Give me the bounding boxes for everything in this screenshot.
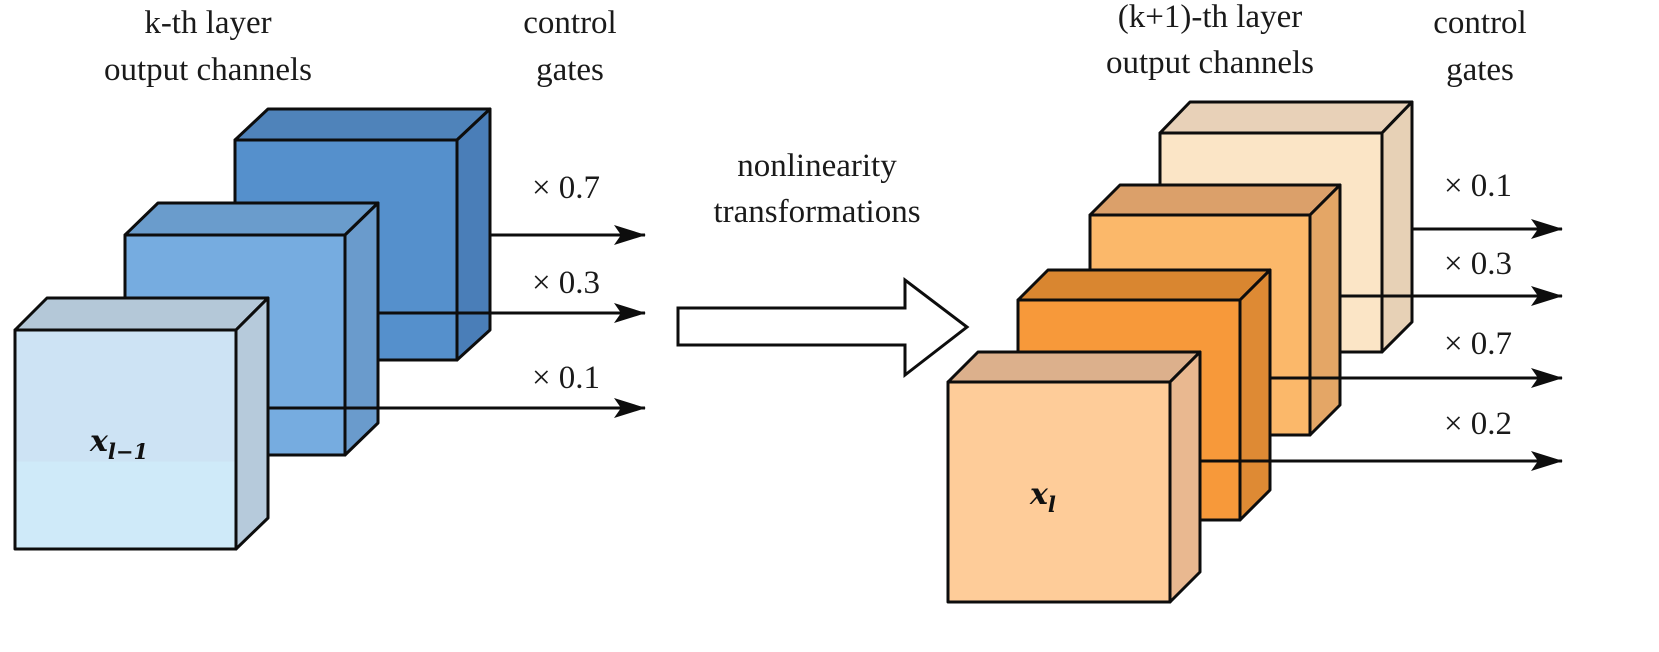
transform-line2: transformations [713, 194, 920, 230]
right-gate-value-1: × 0.1 [1444, 168, 1512, 204]
right-gate-value-4: × 0.2 [1444, 406, 1512, 442]
left-title-line2: output channels [104, 52, 312, 88]
right-title-line2: output channels [1106, 45, 1314, 81]
left-gates-line1: control [523, 5, 616, 41]
hollow-transform-arrow [676, 276, 970, 379]
left-title-line1: k-th layer [144, 5, 271, 41]
right-channel-4: xl [946, 350, 1202, 604]
transform-section: nonlinearity transformations [676, 148, 970, 379]
right-gates-line2: gates [1446, 52, 1514, 88]
left-gate-value-1: × 0.7 [532, 170, 600, 206]
right-labels: (k+1)-th layer output channels control g… [1106, 0, 1527, 88]
left-channel-front: xl−1 [13, 296, 270, 551]
left-gate-value-2: × 0.3 [532, 265, 600, 301]
right-gate-value-3: × 0.7 [1444, 326, 1512, 362]
right-gate-value-2: × 0.3 [1444, 246, 1512, 282]
left-variable-label: xl−1 [89, 424, 148, 464]
right-title-line1: (k+1)-th layer [1118, 0, 1302, 35]
right-variable-label: xl [1029, 477, 1056, 517]
left-gate-value-3: × 0.1 [532, 360, 600, 396]
transform-line1: nonlinearity [737, 148, 897, 184]
right-gates-line1: control [1433, 5, 1526, 41]
left-gate-values: × 0.7 × 0.3 × 0.1 [532, 170, 600, 396]
left-labels: k-th layer output channels control gates [104, 5, 617, 88]
right-gate-values: × 0.1 × 0.3 × 0.7 × 0.2 [1444, 168, 1512, 442]
left-gates-line2: gates [536, 52, 604, 88]
